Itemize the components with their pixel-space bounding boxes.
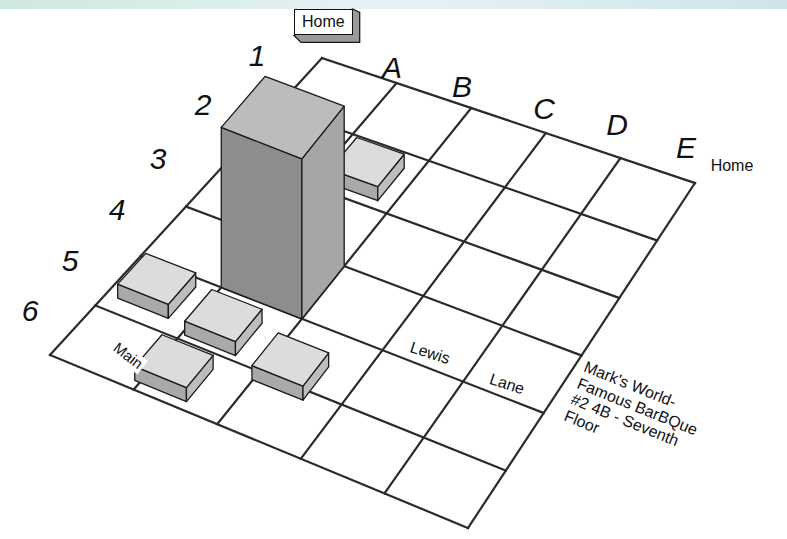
row-number: 5 — [62, 244, 79, 277]
street-grid — [50, 58, 695, 528]
street-name: Lane — [485, 370, 528, 399]
sign-extrusion — [294, 9, 360, 42]
row-number: 2 — [195, 88, 212, 121]
column-letter: A — [382, 51, 402, 84]
grid-line — [141, 256, 544, 413]
building-face — [252, 333, 329, 386]
column-letter: C — [533, 92, 555, 125]
grid-line — [95, 306, 506, 471]
building-face — [221, 127, 302, 318]
place-label: Home — [711, 157, 754, 175]
column-letter: E — [676, 131, 696, 164]
sign-text: Home — [302, 13, 345, 31]
tall-building — [221, 76, 344, 318]
small-building — [135, 335, 213, 402]
row-number: 3 — [150, 142, 167, 175]
column-letter: D — [606, 108, 628, 141]
building-face — [118, 253, 196, 304]
building-face — [185, 289, 262, 341]
home-sign: Home — [294, 9, 353, 35]
small-building — [118, 253, 196, 318]
street-name: Lewis — [406, 338, 454, 369]
row-number: 6 — [22, 294, 39, 327]
column-letter: B — [452, 70, 472, 103]
address-note: Mark's World- Famous BarBQue #2 4B - Sev… — [562, 358, 727, 479]
small-building — [252, 333, 329, 400]
building-face — [221, 76, 344, 159]
grid-line — [50, 355, 468, 528]
row-number: 4 — [109, 193, 126, 226]
top-band — [0, 0, 787, 9]
small-building — [185, 289, 262, 355]
row-number: 1 — [249, 39, 266, 72]
